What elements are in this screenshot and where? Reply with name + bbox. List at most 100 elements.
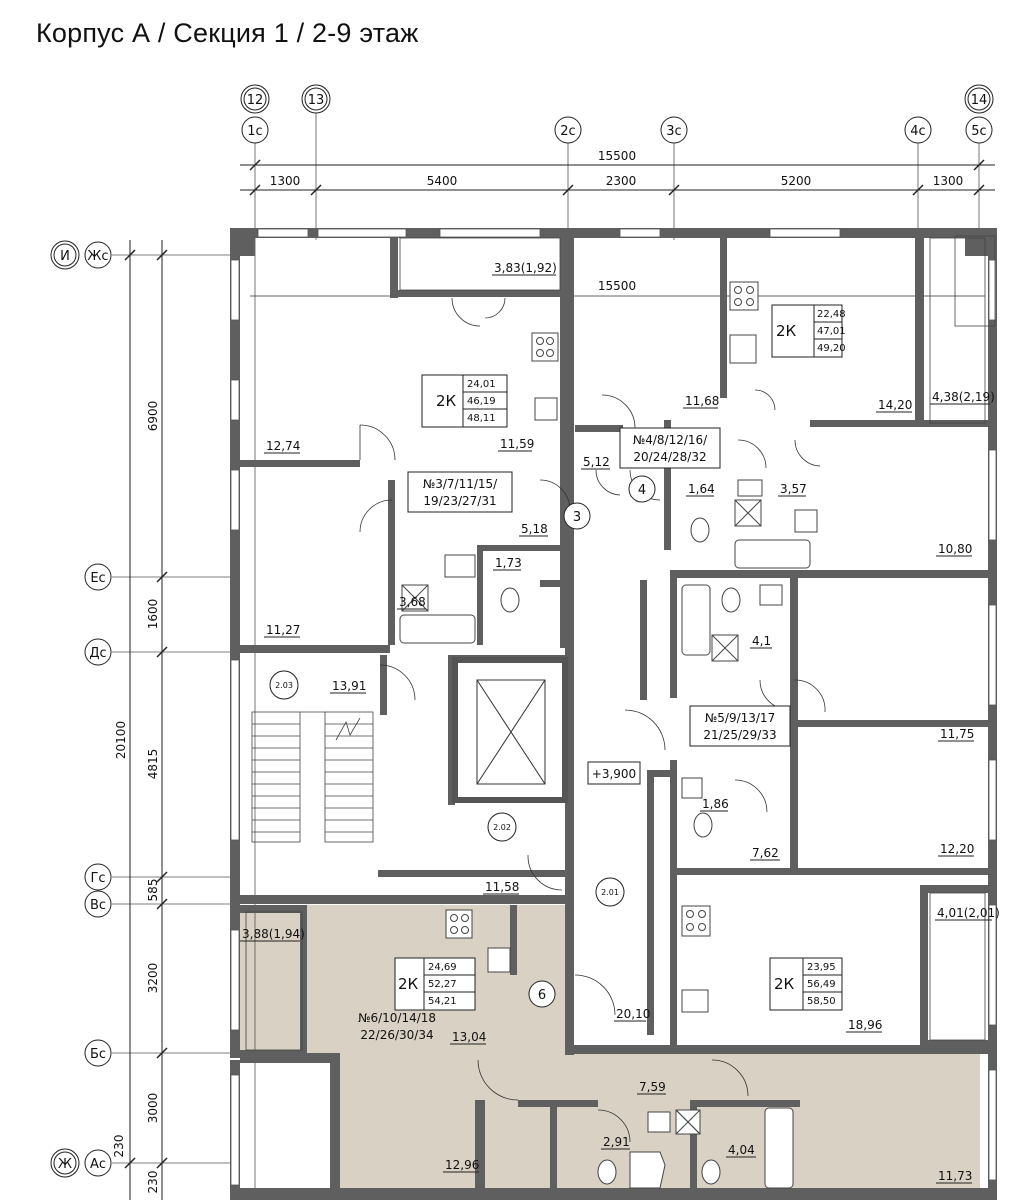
dim-left-8: 230 [146, 1171, 160, 1194]
apt-area-living: 24,01 [467, 379, 496, 390]
room-area: 3,88(1,94) [242, 927, 305, 941]
room-area: 3,68 [399, 595, 426, 609]
apt-numbers-line: 19/23/27/31 [423, 494, 496, 508]
dim-seg-2: 5400 [427, 174, 458, 188]
room-area: 13,04 [452, 1030, 486, 1044]
room-area: 4,38(2,19) [932, 390, 995, 404]
room-area: 3,83(1,92) [494, 261, 557, 275]
marker-4: 4 [638, 483, 646, 498]
room-area: 11,58 [485, 880, 519, 894]
dim-seg-3: 2300 [606, 174, 637, 188]
top-axis-markers: 12 13 14 1с 2с 3с 4с 5с [240, 84, 994, 144]
dim-left-5: 3200 [146, 963, 160, 994]
apt-numbers-line: №3/7/11/15/ [423, 477, 498, 491]
dim-inner-total: 15500 [598, 279, 636, 293]
room-area: 20,10 [616, 1007, 650, 1021]
axis-a-c: Ас [90, 1157, 106, 1172]
apt-area-with-balcony: 58,50 [807, 996, 836, 1007]
apt-numbers-line: 22/26/30/34 [360, 1028, 433, 1042]
room-area: 4,01(2,01) [937, 906, 1000, 920]
left-axis-markers: И Жс Ес Дс Гс Вс Бс Ж Ас [50, 240, 112, 1178]
marker-6: 6 [538, 988, 546, 1003]
room-area: 11,73 [938, 1169, 972, 1183]
apt-area-with-balcony: 48,11 [467, 413, 496, 424]
apartment-box-2: 2К 22,48 47,01 49,20 [771, 304, 846, 358]
space-2-01: 2.01 [601, 888, 619, 897]
room-area: 1,64 [688, 482, 715, 496]
dim-left-3: 4815 [146, 749, 160, 780]
room-area: 1,86 [702, 797, 729, 811]
axis-i: И [60, 249, 70, 264]
axis-3c: 3с [666, 124, 681, 139]
apt-numbers-line: 21/25/29/33 [703, 728, 776, 742]
top-dimensions: 15500 1300 5400 2300 5200 1300 15500 [240, 149, 995, 297]
axis-zh-c: Жс [87, 249, 108, 264]
interior-walls [240, 228, 988, 1200]
marker-3: 3 [573, 510, 581, 525]
axis-b-c: Бс [90, 1047, 106, 1062]
room-area: 12,20 [940, 842, 974, 856]
apt-type: 2К [398, 975, 419, 993]
room-area: 3,57 [780, 482, 807, 496]
apt-area-living: 24,69 [428, 962, 457, 973]
plan-title: Корпус А / Секция 1 / 2-9 этаж [36, 18, 419, 48]
axis-2c: 2с [560, 124, 575, 139]
apartment-numbers: №3/7/11/15/ 19/23/27/31 №4/8/12/16/ 20/2… [358, 427, 791, 1042]
balconies [245, 235, 996, 1051]
apt-type: 2К [774, 975, 795, 993]
axis-v-c: Вс [90, 898, 106, 913]
room-area: 7,59 [639, 1080, 666, 1094]
axis-d-c: Дс [89, 646, 106, 661]
apartment-box-3: 2К 24,69 52,27 54,21 [394, 957, 476, 1011]
dim-left-4: 585 [146, 879, 160, 902]
apt-numbers-line: №5/9/13/17 [705, 711, 775, 725]
apt-area-total: 47,01 [817, 326, 846, 337]
room-area: 14,20 [878, 398, 912, 412]
room-areas: 3,83(1,92) 12,74 11,59 11,68 14,20 4,38(… [240, 261, 1000, 1184]
dim-left-1: 6900 [146, 401, 160, 432]
room-area: 12,96 [445, 1158, 479, 1172]
axis-4c: 4с [910, 124, 925, 139]
apt-area-total: 52,27 [428, 979, 457, 990]
apt-area-living: 23,95 [807, 962, 836, 973]
axis-zh: Ж [58, 1157, 72, 1172]
markers: 3 4 6 2.01 2.02 2.03 +3,900 [269, 475, 656, 1008]
apt-numbers-line: №6/10/14/18 [358, 1011, 436, 1025]
room-area: 7,62 [752, 846, 779, 860]
axis-e-c: Ес [90, 571, 105, 586]
apt-type: 2К [776, 322, 797, 340]
staircase [251, 711, 374, 843]
room-area: 4,04 [728, 1143, 755, 1157]
apt-numbers-line: №4/8/12/16/ [633, 433, 708, 447]
dim-left-7: 230 [112, 1135, 126, 1158]
room-area: 4,1 [752, 634, 771, 648]
room-area: 11,27 [266, 623, 300, 637]
room-area: 1,73 [495, 556, 522, 570]
axis-5c: 5с [971, 124, 986, 139]
axis-g-c: Гс [90, 871, 105, 886]
fixtures [399, 281, 818, 1189]
apt-type: 2К [436, 392, 457, 410]
dim-total-left: 20100 [114, 721, 128, 759]
room-area: 2,91 [603, 1135, 630, 1149]
room-area: 12,74 [266, 439, 300, 453]
room-area: 5,12 [583, 455, 610, 469]
level-mark: +3,900 [592, 767, 636, 781]
axis-13: 13 [308, 93, 325, 108]
space-2-02: 2.02 [493, 823, 511, 832]
apartment-box-1: 2К 24,01 46,19 48,11 [421, 374, 508, 428]
apt-numbers-line: 20/24/28/32 [633, 450, 706, 464]
room-area: 11,75 [940, 727, 974, 741]
elevator [452, 657, 568, 803]
space-2-03: 2.03 [275, 681, 293, 690]
apt-area-with-balcony: 49,20 [817, 343, 846, 354]
apt-area-living: 22,48 [817, 309, 846, 320]
axis-1c: 1с [247, 124, 262, 139]
room-area: 18,96 [848, 1018, 882, 1032]
room-area: 10,80 [938, 542, 972, 556]
apartment-box-4: 2К 23,95 56,49 58,50 [769, 957, 843, 1011]
dim-left-6: 3000 [146, 1093, 160, 1124]
apt-area-total: 56,49 [807, 979, 836, 990]
room-area: 11,68 [685, 394, 719, 408]
